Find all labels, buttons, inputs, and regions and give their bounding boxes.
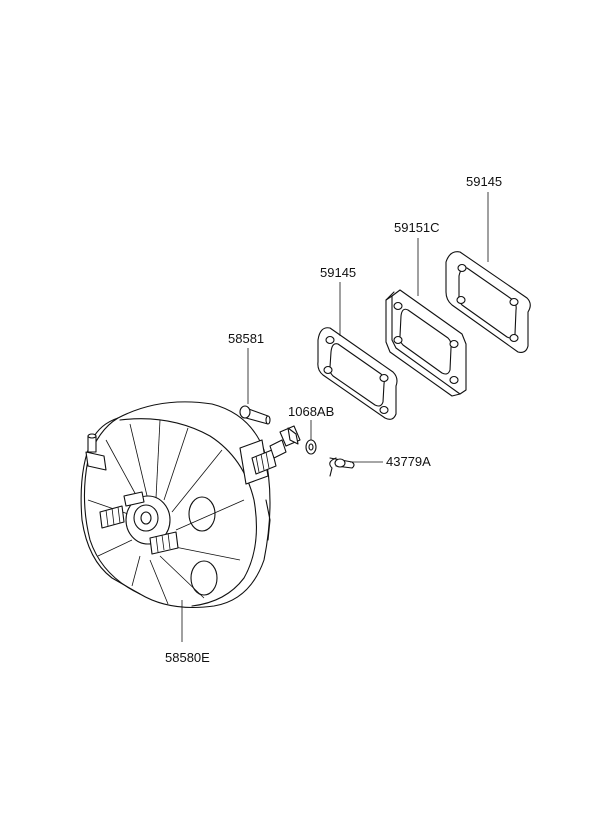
label-1068ab: 1068AB: [288, 404, 334, 419]
leader-lines: [181, 192, 489, 642]
washer: [305, 439, 317, 455]
snap-clip: [329, 457, 355, 477]
spacer-block: [385, 289, 467, 397]
label-59151c: 59151C: [394, 220, 440, 235]
label-58581: 58581: [228, 331, 264, 346]
gasket-rear: [445, 251, 531, 353]
gasket-front: [317, 327, 398, 420]
label-43779a: 43779A: [386, 454, 431, 469]
label-58580e: 58580E: [165, 650, 210, 665]
clevis-pin: [239, 405, 271, 425]
label-59145-rear: 59145: [466, 174, 502, 189]
label-59145-front: 59145: [320, 265, 356, 280]
brake-booster: [80, 401, 301, 609]
